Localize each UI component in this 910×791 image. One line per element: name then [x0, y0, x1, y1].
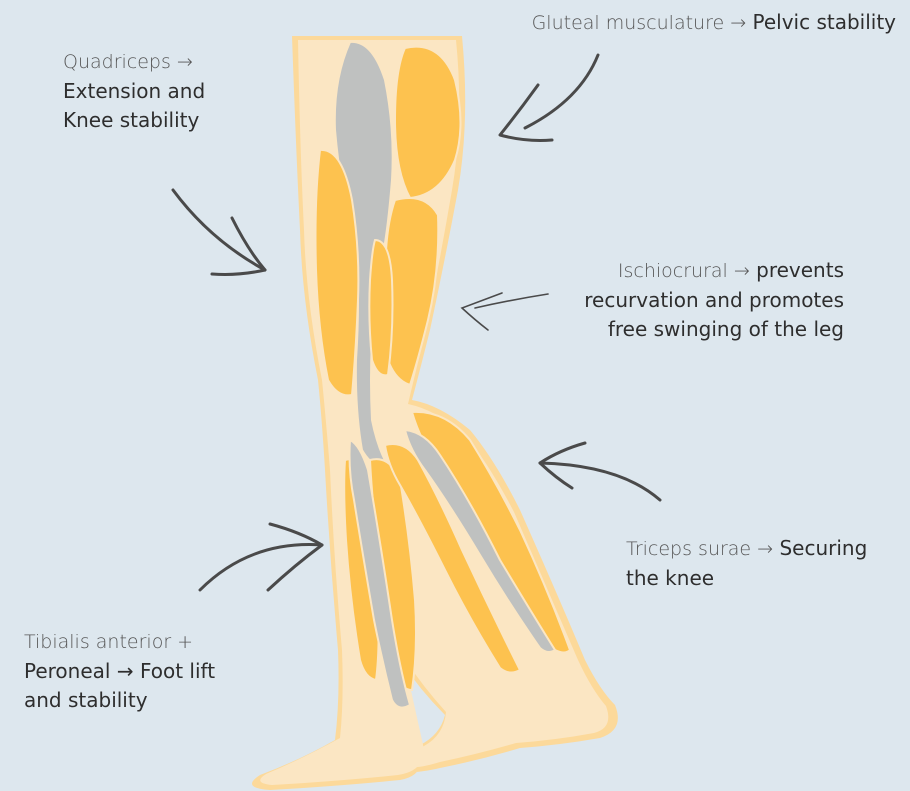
arrow-tibialis: [200, 524, 322, 590]
label-triceps-bold-2: the knee: [626, 564, 867, 593]
label-triceps-light: Triceps surae →: [626, 538, 773, 560]
label-ischiocrural-light: Ischiocrural →: [618, 260, 750, 282]
label-triceps-bold-1: Securing: [779, 536, 867, 560]
label-tibialis-bold-1: Peroneal → Foot lift: [24, 657, 215, 686]
label-gluteal-light: Gluteal musculature →: [532, 12, 747, 34]
label-quadriceps: Quadriceps → Extension and Knee stabilit…: [63, 48, 205, 135]
label-triceps: Triceps surae → Securing the knee: [626, 534, 867, 593]
label-gluteal: Gluteal musculature → Pelvic stability: [532, 8, 896, 38]
arrow-gluteal: [500, 55, 598, 140]
label-ischiocrural-line3: free swinging of the leg: [584, 315, 844, 344]
arrow-ischiocrural: [462, 293, 548, 330]
label-quadriceps-light: Quadriceps →: [63, 48, 205, 77]
label-gluteal-bold: Pelvic stability: [752, 10, 896, 34]
label-tibialis-bold-2: and stability: [24, 686, 215, 715]
label-tibialis-light: Tibialis anterior +: [24, 628, 215, 657]
label-ischiocrural: Ischiocrural → prevents recurvation and …: [584, 256, 844, 344]
label-ischiocrural-bold-1: prevents: [756, 258, 844, 282]
label-tibialis: Tibialis anterior + Peroneal → Foot lift…: [24, 628, 215, 715]
label-ischiocrural-line2: recurvation and promotes: [584, 286, 844, 315]
ischiocrural-muscle-inner: [369, 240, 392, 375]
arrow-triceps: [540, 443, 660, 500]
arrow-quadriceps: [173, 190, 265, 275]
label-quadriceps-bold-1: Extension and: [63, 77, 205, 106]
label-quadriceps-bold-2: Knee stability: [63, 106, 205, 135]
